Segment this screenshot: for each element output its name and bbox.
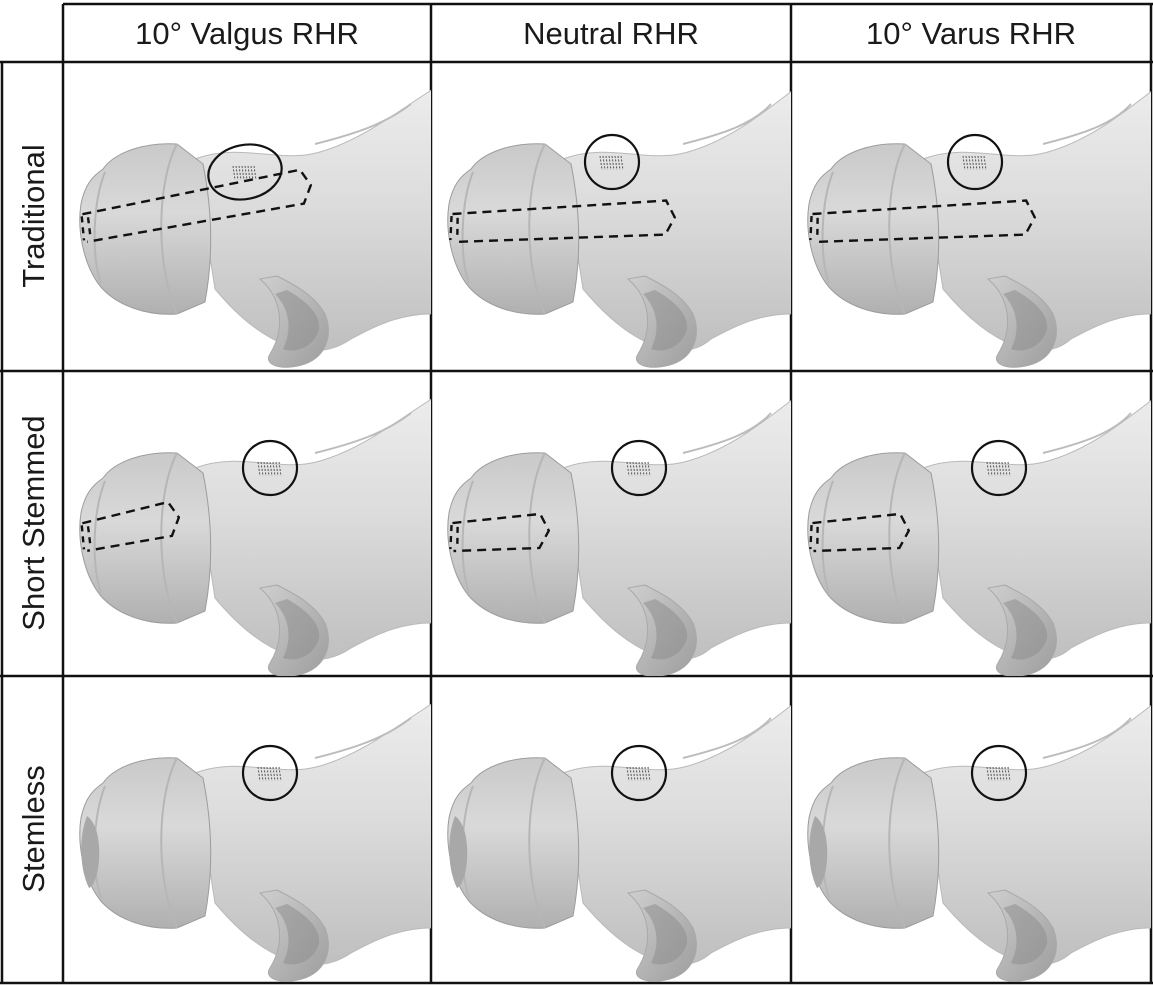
humeral-head-implant <box>808 758 939 929</box>
cell-traditional-neutral <box>448 84 801 367</box>
row-label-stemless: Stemless <box>16 765 51 892</box>
row-label-traditional: Traditional <box>16 144 51 288</box>
humeral-head-implant <box>448 144 579 315</box>
cell-stemless-valgus <box>80 698 441 981</box>
humeral-head-implant <box>448 453 579 624</box>
cell-short-stemmed-valgus <box>78 393 441 676</box>
humeral-head-implant <box>808 144 939 315</box>
humeral-head-implant <box>448 758 579 929</box>
row-label-short-stemmed: Short Stemmed <box>16 415 51 630</box>
column-header-valgus: 10° Valgus RHR <box>135 16 359 51</box>
cell-traditional-valgus <box>78 84 441 367</box>
column-header-varus: 10° Varus RHR <box>866 16 1076 51</box>
cell-short-stemmed-varus <box>808 393 1153 676</box>
figure-cells <box>78 84 1153 981</box>
column-header-neutral: Neutral RHR <box>523 16 699 51</box>
humeral-head-implant <box>80 758 211 929</box>
humeral-head-implant <box>80 453 211 624</box>
humeral-head-implant <box>808 453 939 624</box>
cell-stemless-neutral <box>448 698 801 981</box>
cell-stemless-varus <box>808 698 1153 981</box>
cell-short-stemmed-neutral <box>448 393 801 676</box>
humeral-head-implant <box>80 144 211 315</box>
cell-traditional-varus <box>808 84 1153 367</box>
